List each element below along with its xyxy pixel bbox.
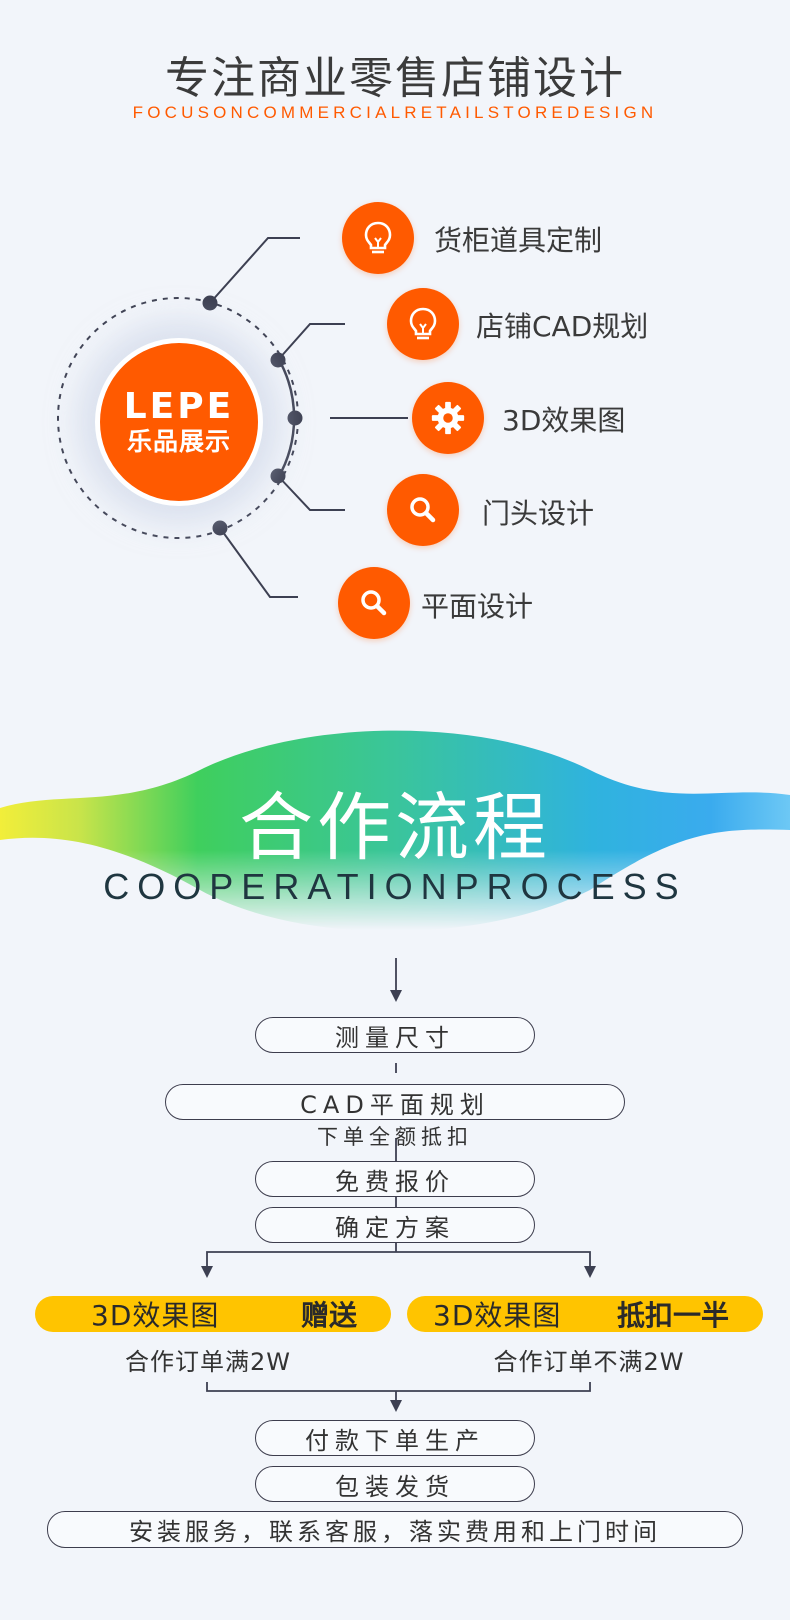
step-install-service: 安装服务，联系客服，落实费用和上门时间: [47, 1511, 743, 1548]
option-3d-half: 3D效果图 抵扣一半: [407, 1296, 763, 1332]
option-free-condition: 合作订单满2W: [125, 1348, 291, 1376]
option-3d-free-tag: 赠送: [300, 1299, 357, 1332]
service-label-3d: 3D效果图: [502, 404, 626, 437]
option-3d-free: 3D效果图 赠送: [35, 1296, 391, 1332]
option-3d-half-label: 3D效果图: [433, 1299, 562, 1332]
process-subtitle: COOPERATIONPROCESS: [103, 866, 687, 907]
logo-cn-text: 乐品展示: [126, 427, 231, 456]
lepe-logo: LEPE 乐品展示: [95, 338, 263, 506]
step-confirm-plan: 确定方案: [255, 1207, 535, 1243]
service-label-graphic: 平面设计: [421, 590, 534, 623]
lightbulb-icon: [342, 202, 414, 274]
service-label-cad: 店铺CAD规划: [476, 310, 649, 343]
option-3d-free-label: 3D效果图: [91, 1299, 220, 1332]
service-label-cabinet: 货柜道具定制: [434, 224, 603, 257]
search-icon: [338, 567, 410, 639]
lightbulb-icon: [387, 288, 459, 360]
search-icon: [387, 474, 459, 546]
process-banner-wave: [0, 730, 790, 930]
process-title: 合作流程: [239, 785, 551, 871]
step-free-quote: 免费报价: [255, 1161, 535, 1197]
logo-en-text: LEPE: [123, 386, 235, 427]
gear-icon: [412, 382, 484, 454]
page-title: 专注商业零售店铺设计: [165, 53, 625, 104]
step-package-ship: 包装发货: [255, 1466, 535, 1502]
flowchart-connectors: [201, 958, 596, 1494]
step-cad-plan: CAD平面规划: [165, 1084, 625, 1120]
option-half-condition: 合作订单不满2W: [493, 1348, 685, 1376]
step-pay-produce: 付款下单生产: [255, 1420, 535, 1456]
option-3d-half-tag: 抵扣一半: [616, 1299, 729, 1332]
service-label-storefront: 门头设计: [482, 497, 595, 530]
page-subtitle: FOCUSONCOMMERCIALRETAILSTOREDESIGN: [132, 103, 658, 122]
services-connector-lines: [57, 237, 408, 598]
step-measure: 测量尺寸: [255, 1017, 535, 1053]
step-cad-note: 下单全额抵扣: [317, 1125, 473, 1149]
